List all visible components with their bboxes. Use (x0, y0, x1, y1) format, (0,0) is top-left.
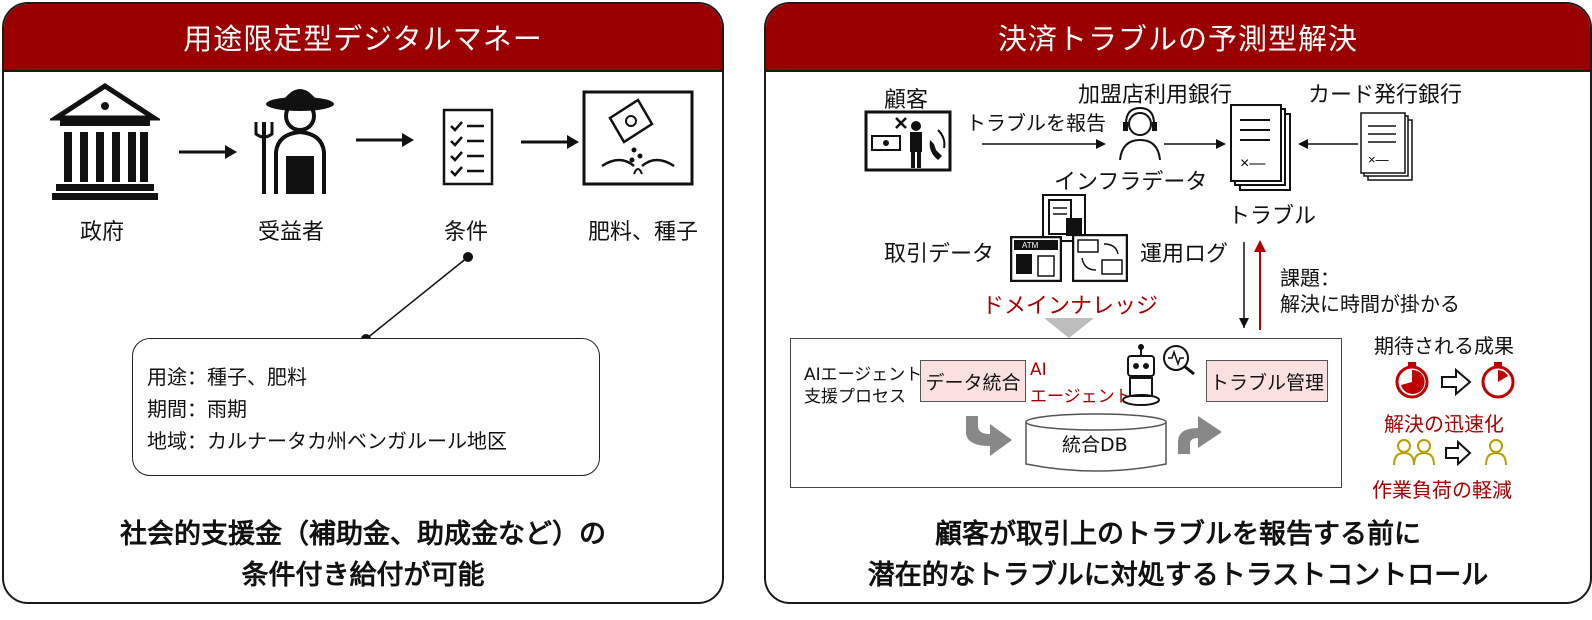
arrow-right-icon (982, 139, 1106, 149)
arrow-right-icon (521, 135, 579, 149)
left-summary-line-2: 条件付き給付が可能 (241, 560, 485, 591)
curved-arrow-up-icon (1178, 416, 1222, 454)
data-integration-box: データ統合 (920, 360, 1026, 402)
down-triangle-icon (1044, 318, 1094, 338)
trouble-management-box: トラブル管理 (1206, 360, 1328, 402)
stopwatch-icon (1395, 362, 1429, 399)
issuer-bank-label: カード発行銀行 (1308, 83, 1463, 108)
trouble-document-icon: ×— (1230, 104, 1291, 191)
callout-connector (361, 252, 473, 344)
outline-arrow-right-icon (1445, 440, 1472, 466)
condition-usage: 用途：種子、肥料 (147, 365, 307, 389)
flow-label-government: 政府 (80, 220, 125, 245)
reduced-workload-label: 作業負荷の軽減 (1372, 478, 1512, 502)
ai-agent-label-line-1: AI (1030, 360, 1047, 380)
transaction-data-label: 取引データ (884, 242, 995, 267)
issue-label: 課題： (1280, 266, 1340, 290)
arrow-right-icon (356, 133, 414, 147)
left-panel-title: 用途限定型デジタルマネー (4, 4, 722, 72)
card-document-icon: ×— (1360, 112, 1413, 181)
faster-resolution-label: 解決の迅速化 (1384, 412, 1504, 436)
process-label-line-2: 支援プロセス (804, 387, 906, 407)
robot-icon (1122, 344, 1195, 406)
svg-text:×—: ×— (1368, 152, 1389, 167)
conditions-callout: 用途：種子、肥料 期間：雨期 地域：カルナータカ州ベンガルール地区 (132, 338, 600, 476)
customer-phone-icon (864, 110, 952, 172)
government-building-icon (50, 83, 160, 200)
atm-icon: ATM (1010, 236, 1062, 282)
condition-region: 地域：カルナータカ州ベンガルール地区 (147, 429, 507, 453)
arrow-right-icon (1164, 139, 1226, 149)
right-summary-line-1: 顧客が取引上のトラブルを報告する前に (935, 519, 1421, 550)
seed-bag-icon (582, 90, 694, 186)
right-summary-line-2: 潜在的なトラブルに対処するトラストコントロール (867, 560, 1489, 591)
integrated-db-icon (1025, 413, 1167, 472)
stopwatch-fast-icon (1481, 362, 1515, 399)
checklist-icon (442, 108, 494, 186)
acquirer-bank-label: 加盟店利用銀行 (1078, 83, 1233, 108)
flow-label-condition: 条件 (444, 220, 489, 245)
report-trouble-label: トラブルを報告 (966, 111, 1106, 135)
condition-period: 期間：雨期 (147, 397, 247, 421)
money-exchange-icon (1072, 234, 1128, 282)
issue-text: 解決に時間が掛かる (1280, 292, 1460, 316)
flow-label-beneficiary: 受益者 (258, 220, 325, 245)
workers-icon (1393, 439, 1435, 466)
right-panel: 決済トラブルの予測型解決 顧客 トラブルを報告 加盟店利用銀行 インフラデータ … (764, 2, 1592, 604)
worker-icon (1485, 439, 1507, 466)
infra-data-label: インフラデータ (1054, 170, 1208, 195)
domain-knowledge-label: ドメインナレッジ (982, 294, 1159, 319)
arrow-right-icon (179, 145, 237, 159)
left-panel: 用途限定型デジタルマネー 政府 受益者 条件 (2, 2, 724, 604)
operator-headset-icon (1119, 106, 1161, 161)
expected-results-label: 期待される成果 (1374, 334, 1514, 358)
svg-text:×—: ×— (1240, 155, 1265, 172)
receipt-icon (1042, 194, 1086, 242)
right-panel-title: 決済トラブルの予測型解決 (766, 4, 1590, 72)
outline-arrow-right-icon (1441, 368, 1472, 396)
operation-log-label: 運用ログ (1140, 242, 1229, 267)
curved-arrow-right-icon (966, 416, 1012, 456)
integrated-db-label: 統合DB (1062, 434, 1128, 456)
left-summary-line-1: 社会的支援金（補助金、助成金など）の (120, 519, 606, 550)
customer-label: 顧客 (884, 88, 929, 113)
flow-label-fertilizer-seeds: 肥料、種子 (588, 220, 699, 245)
svg-text:ATM: ATM (1022, 241, 1039, 250)
process-label-line-1: AIエージェント (804, 365, 923, 385)
ai-agent-label-line-2: エージェント (1030, 387, 1132, 407)
farmer-icon (254, 89, 334, 194)
arrow-left-icon (1298, 139, 1358, 149)
vertical-arrows (1239, 240, 1266, 330)
trouble-label: トラブル (1228, 204, 1317, 229)
